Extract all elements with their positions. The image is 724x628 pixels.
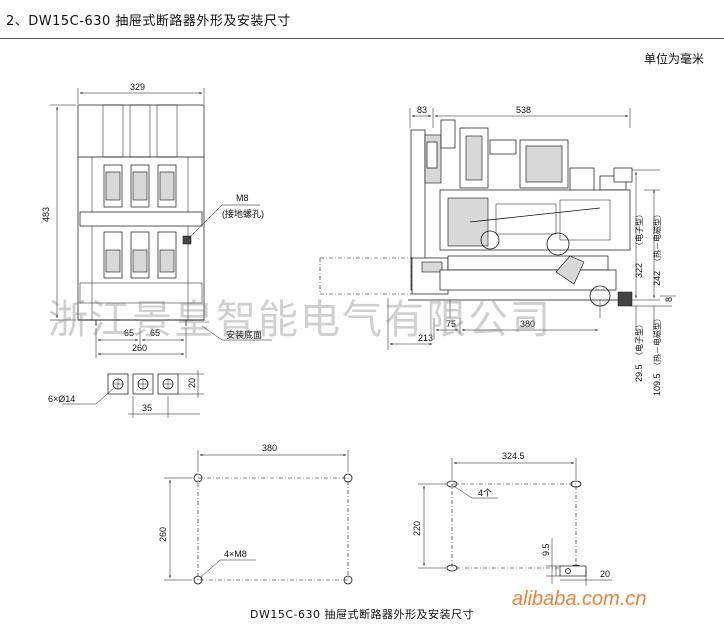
mount-b-hole-2 — [570, 480, 582, 488]
dim-109-5: 109.5 — [652, 373, 662, 396]
front-cross-bar — [79, 211, 203, 227]
dim-242-note: （热－电磁型） — [652, 210, 662, 266]
mount-a-hole-3 — [193, 575, 203, 585]
site-watermark: alibaba.com.cn — [512, 588, 647, 610]
dim-322: 322 — [634, 263, 644, 278]
heading-rule — [0, 38, 724, 39]
dim-8: 8 — [664, 297, 674, 302]
mount-a-hole-2 — [343, 473, 353, 483]
mount-plan-b: 324.5 220 4个 9.5 20 — [412, 451, 612, 586]
dim-75: 75 — [446, 319, 456, 329]
hole-detail: 6×Ø14 20 35 — [48, 370, 204, 418]
mount-a-hole-4 — [343, 575, 353, 585]
figure-caption: DW15C-630 抽屉式断路器外形及安装尺寸 — [250, 608, 474, 621]
unit-note: 单位为毫米 — [643, 52, 704, 66]
company-watermark: 浙江景皇智能电气有限公司 — [48, 297, 552, 343]
dim-109-5-note: （热－电磁型） — [652, 314, 662, 370]
hole-height-dim: 20 — [187, 378, 197, 388]
hole-count-label: 6×Ø14 — [48, 394, 75, 404]
hole-spacing-dim: 35 — [142, 403, 152, 413]
depth-dim: 538 — [516, 105, 531, 115]
mount-a-outline — [197, 477, 349, 581]
bolt-label: M8 — [236, 193, 249, 203]
mount-a-holes-label: 4×M8 — [224, 549, 247, 559]
mount-b-slot — [559, 565, 587, 577]
mount-b-height-dim: 220 — [412, 521, 422, 536]
dim-29-5: 29.5 — [634, 364, 644, 382]
dim-213: 213 — [418, 333, 433, 343]
front-height-dim: 483 — [41, 207, 51, 222]
side-view: 83 538 — [319, 105, 676, 396]
mount-a-width-dim: 380 — [262, 443, 277, 453]
dim-380: 380 — [520, 319, 535, 329]
base-label: 安装底面 — [226, 329, 262, 340]
mount-b-hole-3 — [446, 564, 458, 572]
mount-b-width-dim: 324.5 — [502, 451, 525, 461]
mount-b-slot-width: 20 — [600, 569, 610, 579]
dim-242: 242 — [652, 271, 662, 286]
mount-b-slot-height: 9.5 — [541, 543, 551, 556]
mount-b-holes-label: 4个 — [478, 488, 492, 498]
pole-spacing-b: 65 — [150, 328, 160, 338]
page-heading: 2、DW15C-630 抽屉式断路器外形及安装尺寸 — [6, 14, 291, 29]
drawer-rail — [447, 255, 609, 271]
front-width-dim: 329 — [130, 82, 145, 92]
dim-29-5-note: （电子型） — [634, 320, 644, 360]
mount-b-hole-1 — [446, 480, 458, 488]
dim-322-note: （电子型） — [634, 210, 644, 250]
mount-plan-a: 380 260 4×M8 — [158, 443, 353, 585]
bolt-note: (接地螺孔) — [222, 208, 264, 219]
mount-a-height-dim: 260 — [158, 527, 168, 542]
front-offset-dim: 83 — [417, 105, 427, 115]
base-width-dim: 260 — [132, 343, 147, 353]
pole-spacing-a: 65 — [124, 328, 134, 338]
mount-a-hole-1 — [193, 473, 203, 483]
drawer-handle — [555, 255, 585, 285]
front-view: 329 483 M8 (接地螺孔) 65 65 260 安装底面 — [41, 82, 272, 358]
mount-b-outline — [451, 483, 577, 569]
